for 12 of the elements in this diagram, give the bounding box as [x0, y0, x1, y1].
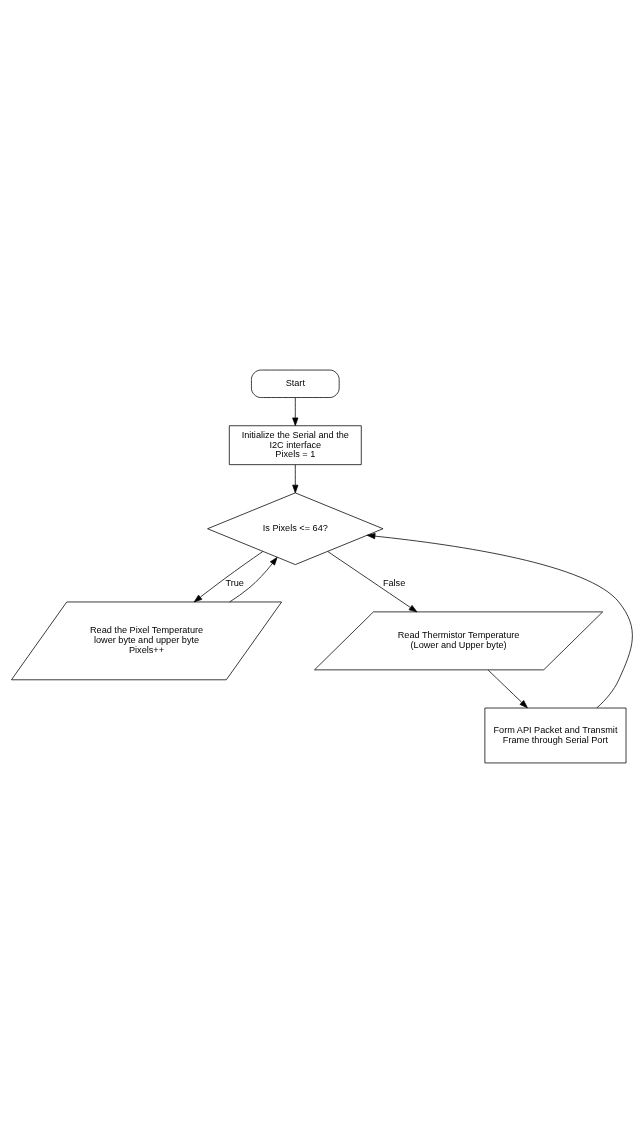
arrow	[292, 397, 299, 426]
node-box: Initialize the Serial and the I2C interface Pixels = 1	[228, 425, 362, 466]
edge-label: False	[382, 577, 406, 588]
edge-label: True	[225, 577, 244, 588]
arrow	[193, 551, 264, 603]
node-box: Form API Packet and Transmit Frame through Serial Port	[484, 707, 627, 764]
arrow	[327, 551, 418, 613]
arrow	[366, 533, 633, 709]
node-box: Start	[251, 369, 340, 398]
arrow	[292, 464, 299, 494]
arrow	[487, 669, 528, 709]
arrow	[229, 557, 278, 603]
